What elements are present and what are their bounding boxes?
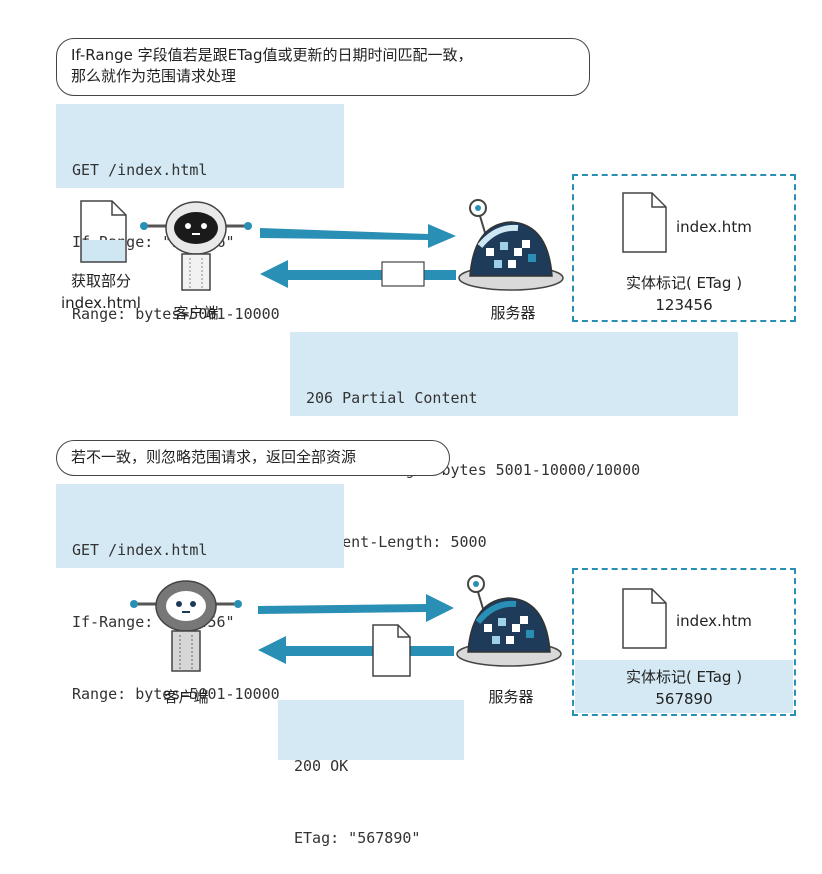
bottom-response-line: 200 OK [294,757,349,775]
top-response-block: 206 Partial Content Content-Range: bytes… [290,332,738,551]
top-request-line: GET /index.html [72,161,208,179]
full-file-icon [372,624,411,677]
top-request-line: Range: bytes=5001-10000 [72,305,280,323]
top-request-arrow [260,224,456,248]
top-etag-label: 实体标记( ETag ) [625,274,743,292]
bottom-response-arrow [258,636,454,664]
top-note-line1: If-Range 字段值若是跟ETag值或更新的日期时间匹配一致， [71,46,473,64]
bottom-client-label: 客户端 [163,688,209,706]
bottom-resource-box [572,568,796,716]
bottom-etag-highlight [575,660,793,713]
bottom-etag-value: 567890 [655,690,713,708]
top-request-block: GET /index.html If-Range: "123456" Range… [56,104,344,323]
top-server-file-name: index.htm [676,218,752,236]
bottom-request-block: GET /index.html If-Range: "123456" Range… [56,484,344,703]
bottom-server-label: 服务器 [488,688,534,706]
partial-file-icon [80,200,127,263]
top-response-arrow [260,260,456,288]
bottom-client-robot-icon [130,580,242,672]
top-response-line: Content-Length: 5000 [306,533,487,551]
bottom-server-file-name: index.htm [676,612,752,630]
top-etag-value: 123456 [655,296,713,314]
bottom-response-block: 200 OK ETag: "567890" [278,700,464,847]
bottom-server-file-icon [622,588,667,649]
bottom-request-arrow [258,594,454,622]
top-note-line2: 那么就作为范围请求处理 [71,67,237,85]
top-server-file-icon [622,192,667,253]
bottom-note-callout: 若不一致，则忽略范围请求，返回全部资源 [56,440,450,476]
bottom-server-robot-icon [456,575,562,667]
top-server-label: 服务器 [490,304,536,322]
bottom-etag-label: 实体标记( ETag ) [625,668,743,686]
bottom-note-text: 若不一致，则忽略范围请求，返回全部资源 [71,448,357,466]
partial-file-label: 获取部分 index.html [61,272,141,312]
bottom-request-line: GET /index.html [72,541,208,559]
bottom-response-line: ETag: "567890" [294,829,421,847]
top-client-label: 客户端 [173,304,219,322]
bottom-request-line: Range: bytes=5001-10000 [72,685,280,703]
top-note-callout: If-Range 字段值若是跟ETag值或更新的日期时间匹配一致， 那么就作为范… [56,38,590,96]
top-client-robot-icon [140,201,252,291]
top-response-line: 206 Partial Content [306,389,478,407]
top-resource-box [572,174,796,322]
top-server-robot-icon [458,199,564,291]
